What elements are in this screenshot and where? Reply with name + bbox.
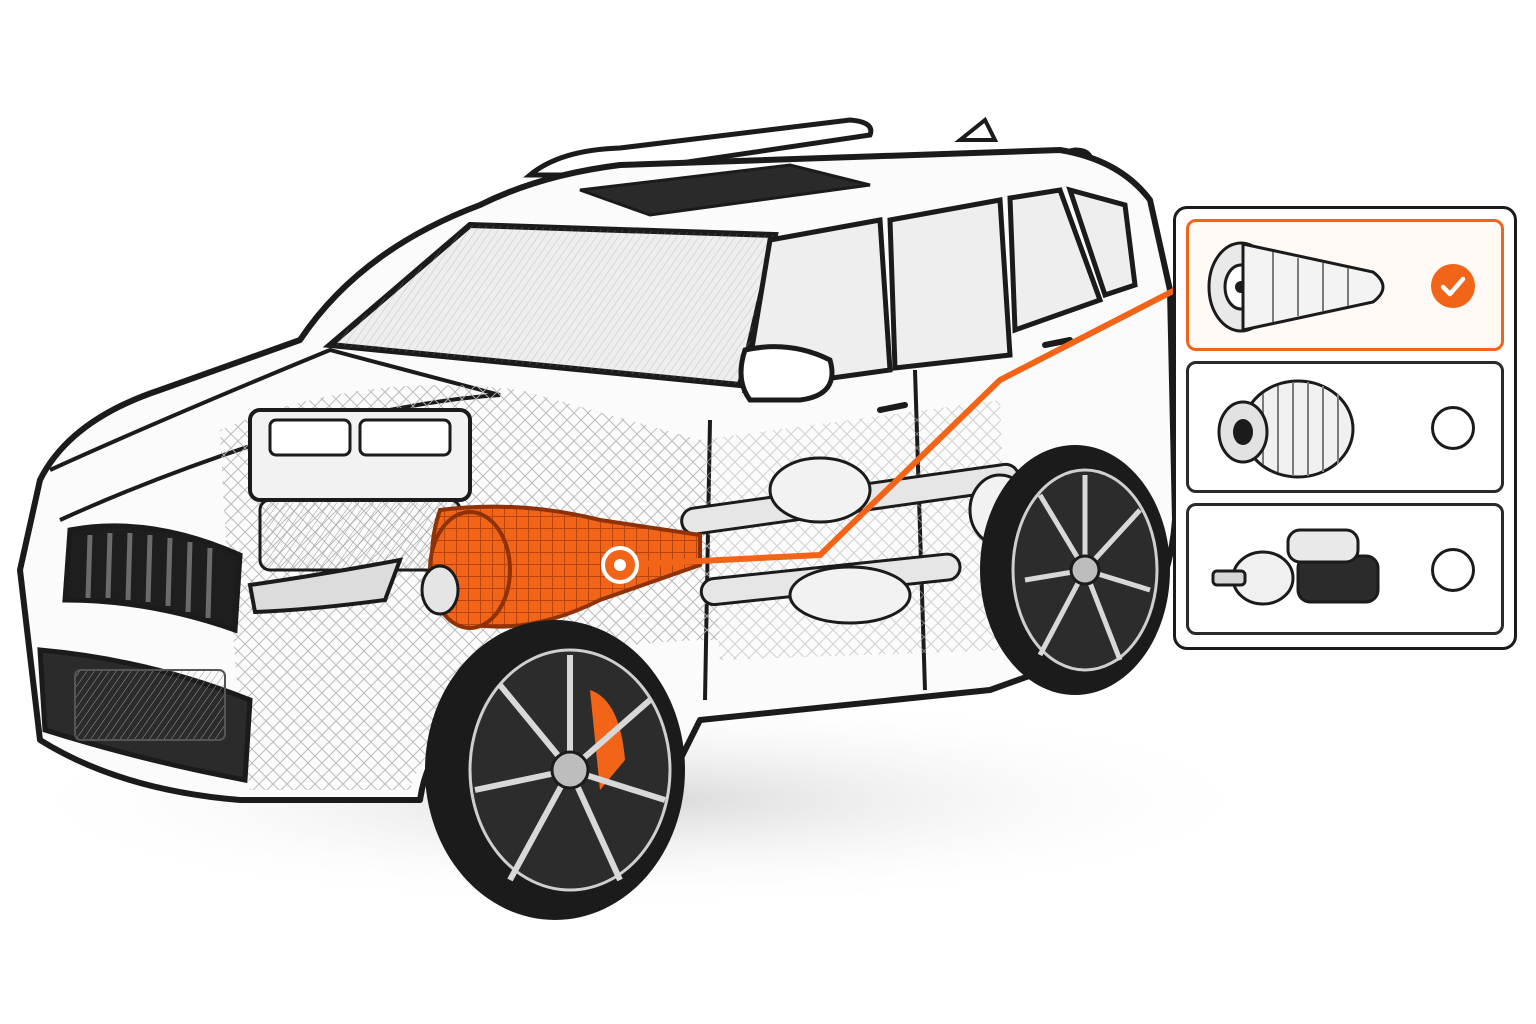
alternator-icon bbox=[1217, 379, 1355, 479]
part-option-starter-motor[interactable] bbox=[1186, 503, 1504, 635]
radio-unselected-icon bbox=[1431, 548, 1475, 592]
transmission-icon bbox=[1207, 241, 1385, 333]
part-option-transmission[interactable] bbox=[1186, 219, 1504, 351]
front-wheel bbox=[425, 620, 685, 920]
part-option-alternator[interactable] bbox=[1186, 361, 1504, 493]
rear-wheel bbox=[980, 445, 1170, 695]
starter-motor-icon bbox=[1211, 528, 1380, 606]
part-picker-panel bbox=[1173, 206, 1517, 650]
check-icon bbox=[1431, 264, 1475, 308]
radio-unselected-icon bbox=[1431, 406, 1475, 450]
